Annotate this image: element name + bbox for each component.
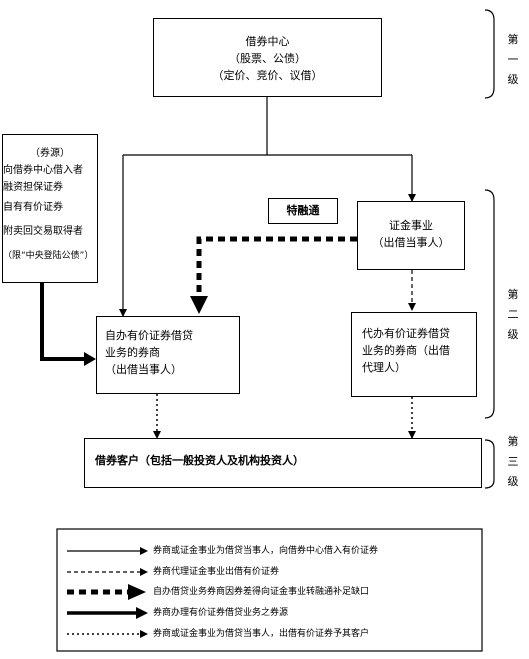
own-broker-line-2: 业务的券商 [105,346,160,359]
securities-finance-box: 证金事业 （出借当事人） [357,201,465,270]
lending-center-box: 借券中心 （股票、公债） （定价、竞价、议借） [153,18,382,97]
bracket-level-1 [484,9,495,99]
center-line-1: 借券中心 [245,35,290,48]
legend-text-3: 自办借贷业务券商因券差得向证金事业转融通补足缺口 [153,587,370,597]
tezhuantong-text: 特融通 [286,204,320,217]
own-broker-line-3: （出借当事人） [105,363,182,376]
bracket-level-2 [484,189,495,419]
legend-text-1: 券商或证金事业为借贷当事人，向借券中心借入有价证券 [153,546,379,556]
agent-broker-line-2: 业务的券商（出借 [362,344,450,357]
securities-source-box: （券源） 向借券中心借入者 融资担保证券 自有有价证券 附卖回交易取得者 （限“… [2,134,98,283]
source-line-2: 向借券中心借入者 [3,165,83,176]
legend-text-2: 券商代理证金事业出借有价证券 [153,567,280,577]
level-2-char-3: 级 [507,328,519,341]
arrow-tezhuantong [196,236,357,296]
legend-box [56,528,483,652]
level-2-label: 第 二 级 [506,285,520,345]
agent-broker-box: 代办有价证券借贷 业务的券商（出借 代理人） [351,312,477,397]
source-line-5: 附卖回交易取得者 [3,226,83,237]
clients-text: 借券客户（包括一般投资人及机构投资人） [95,454,304,467]
tezhuantong-label: 特融通 [268,198,338,224]
center-line-3: （定价、竞价、议借） [212,69,323,82]
level-3-char-3: 级 [507,475,519,488]
center-line-2: （股票、公债） [229,52,306,65]
source-line-4: 自有有价证券 [3,202,63,213]
agent-broker-line-3: 代理人） [362,361,406,374]
own-broker-box: 自办有价证券借贷 业务的券商 （出借当事人） [96,316,240,394]
level-1-char-2: 一 [507,53,519,66]
sf-line-2: （出借当事人） [372,236,450,249]
source-line-6: （限“中央登陆公债”） [3,251,94,261]
level-1-char-3: 级 [507,73,519,86]
legend-text-5: 券商或证金事业为借贷当事人，出借有价证券予其客户 [153,629,370,639]
arrow-source-to-own-broker [40,283,84,361]
level-1-char-1: 第 [507,33,519,46]
level-3-char-2: 三 [507,455,519,468]
level-2-char-2: 二 [507,308,519,321]
level-3-char-1: 第 [507,435,519,448]
source-line-1: （券源） [30,148,70,159]
level-1-label: 第 一 级 [506,30,520,90]
legend-text-4: 券商办理有价证券借贷业务之券源 [153,608,289,618]
level-3-label: 第 三 级 [506,432,520,492]
sf-line-1: 证金事业 [389,219,433,232]
level-2-char-1: 第 [507,288,519,301]
agent-broker-line-1: 代办有价证券借贷 [362,327,450,340]
source-line-3: 融资担保证券 [3,182,63,193]
own-broker-line-1: 自办有价证券借贷 [105,329,193,342]
bracket-level-3 [484,439,495,489]
clients-box: 借券客户（包括一般投资人及机构投资人） [84,438,482,488]
